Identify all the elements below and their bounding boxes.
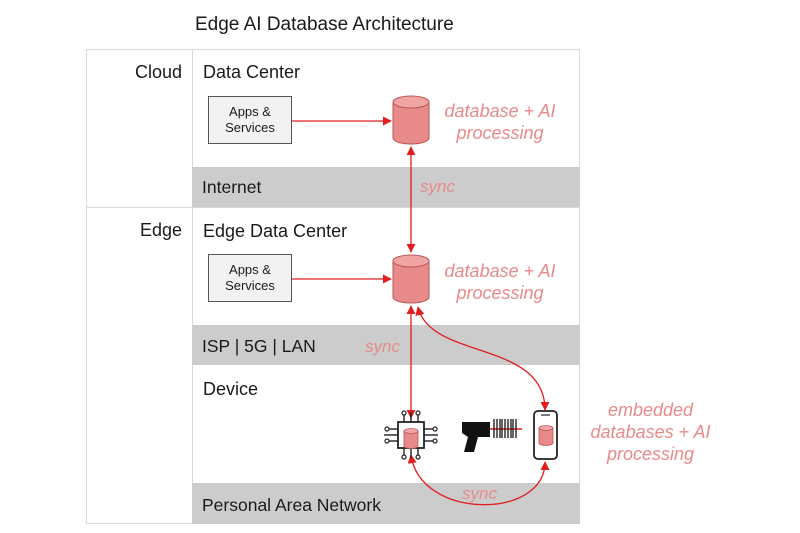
barcode-scanner-icon: [462, 419, 522, 452]
internet-band-label: Internet: [202, 177, 262, 197]
apps-services-box-edge: Apps &Services: [208, 254, 292, 302]
apps-services-label: Apps &Services: [225, 104, 275, 135]
isp-band-label: ISP | 5G | LAN: [202, 336, 316, 356]
row-label-edge: Edge: [139, 220, 182, 240]
pan-band-label: Personal Area Network: [202, 495, 381, 515]
cloud-db-label: database + AI processing: [430, 100, 570, 144]
device-section: Device: [192, 365, 580, 483]
cloud-db-label-line2: processing: [456, 123, 544, 143]
cloud-db-label-line1: database + AI: [444, 101, 556, 121]
sync-label-internet: sync: [420, 177, 455, 196]
database-icon-edge: [392, 254, 430, 304]
section-title-data-center: Data Center: [203, 62, 301, 82]
edge-db-label: database + AI processing: [430, 260, 570, 304]
section-title-device: Device: [203, 379, 259, 399]
cloud-edge-divider: [86, 207, 580, 208]
embedded-label-line2: databases + AI: [590, 422, 711, 442]
sync-arrow-chip-phone: [407, 454, 550, 506]
row-label-cloud: Cloud: [134, 62, 182, 82]
edge-db-label-line2: processing: [456, 283, 544, 303]
pan-band: Personal Area Network: [192, 483, 580, 524]
edge-data-center-section: Edge Data Center: [192, 208, 580, 325]
apps-services-box-cloud: Apps &Services: [208, 96, 292, 144]
internet-band: Internet: [192, 167, 580, 207]
apps-services-label: Apps &Services: [225, 262, 275, 293]
embedded-label-line1: embedded: [607, 400, 694, 420]
cloud-data-center-section: Data Center: [192, 49, 580, 167]
section-title-edge-data-center: Edge Data Center: [203, 221, 348, 241]
database-icon-cloud: [392, 95, 430, 145]
chip-icon: [384, 410, 438, 460]
sync-arrow-edge-phone: [415, 306, 550, 411]
embedded-db-label: embedded databases + AI processing: [578, 399, 723, 465]
sync-label-pan: sync: [462, 484, 497, 503]
embedded-label-line3: processing: [606, 444, 695, 464]
sync-label-isp: sync: [365, 337, 400, 356]
edge-db-label-line1: database + AI: [444, 261, 556, 281]
phone-icon: [533, 410, 558, 460]
diagram-title: Edge AI Database Architecture: [195, 14, 454, 35]
